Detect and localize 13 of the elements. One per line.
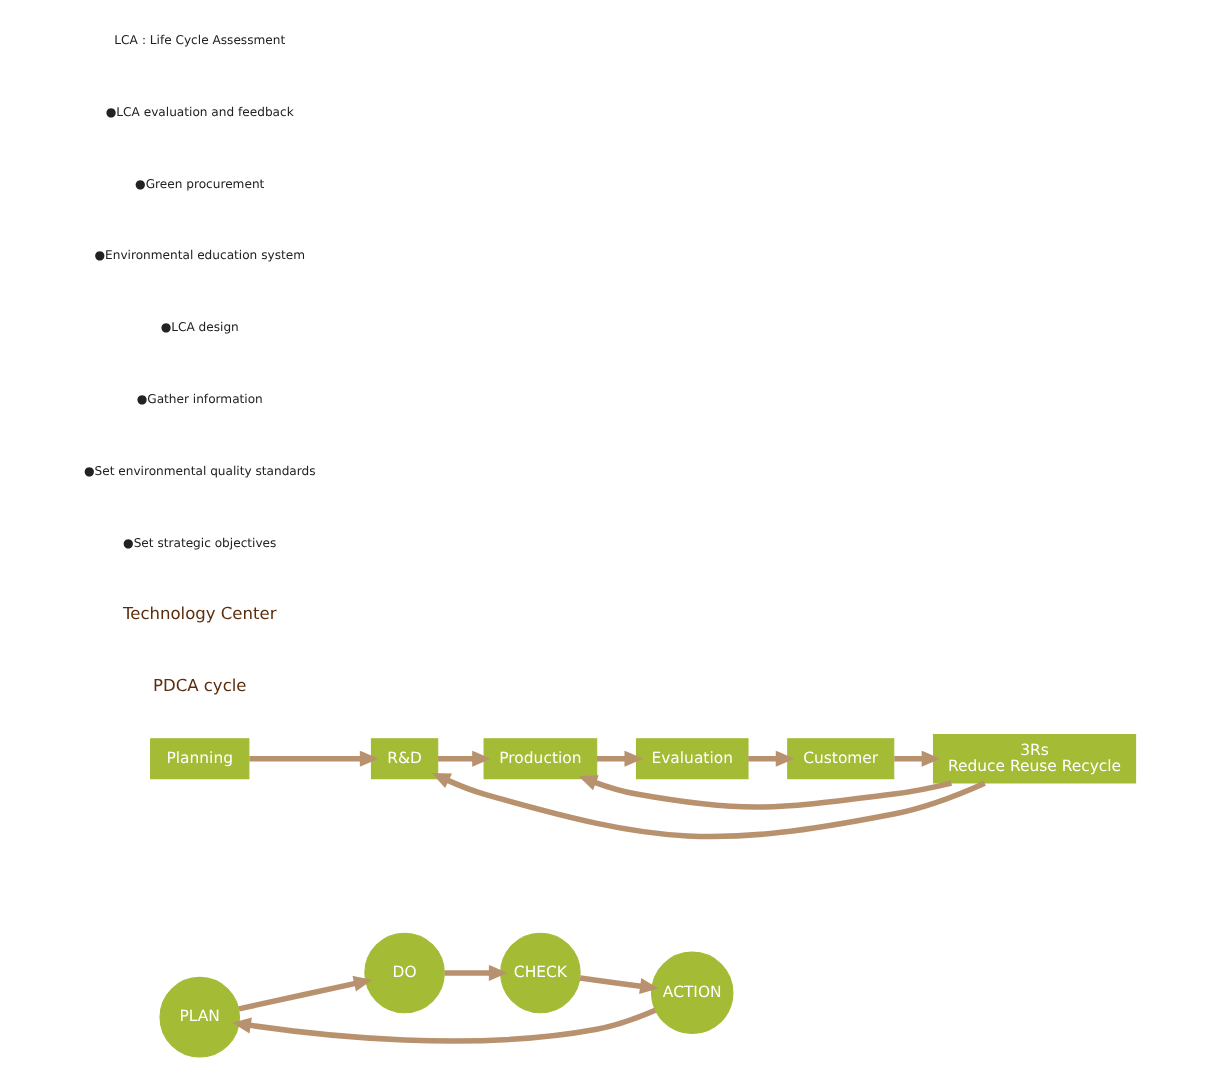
- arrow: [249, 750, 379, 767]
- arrow: [232, 1007, 657, 1044]
- arrow: [596, 750, 643, 767]
- arrow: [748, 750, 795, 767]
- arrow: [444, 964, 508, 982]
- arrow: [579, 975, 659, 995]
- arrow: [894, 750, 941, 767]
- arrow: [238, 975, 373, 1012]
- arrow: [578, 775, 952, 810]
- arrow: [438, 750, 491, 767]
- arrow: [431, 772, 986, 840]
- label: Technology Center: [123, 603, 277, 624]
- label: PDCA cycle: [152, 674, 247, 695]
